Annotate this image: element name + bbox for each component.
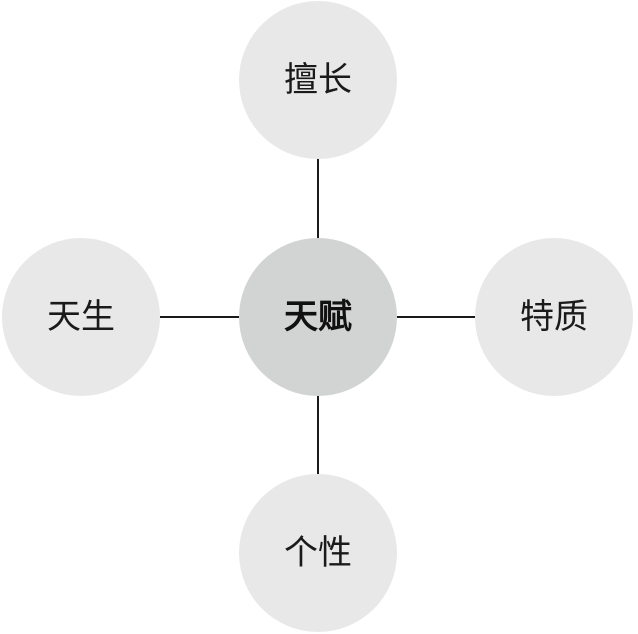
node-top-label: 擅长 [284,60,352,100]
node-top-circle [239,1,397,159]
node-center: 天赋 [239,238,397,396]
node-center-circle [239,238,397,396]
node-right: 特质 [475,238,633,396]
node-right-label: 特质 [520,297,588,337]
node-bottom: 个性 [239,474,397,632]
node-bottom-circle [239,474,397,632]
node-right-circle [475,238,633,396]
node-center-label: 天赋 [284,297,352,337]
node-left: 天生 [2,238,160,396]
node-top: 擅长 [239,1,397,159]
node-bottom-label: 个性 [284,533,352,573]
node-left-circle [2,238,160,396]
node-left-label: 天生 [47,297,115,337]
